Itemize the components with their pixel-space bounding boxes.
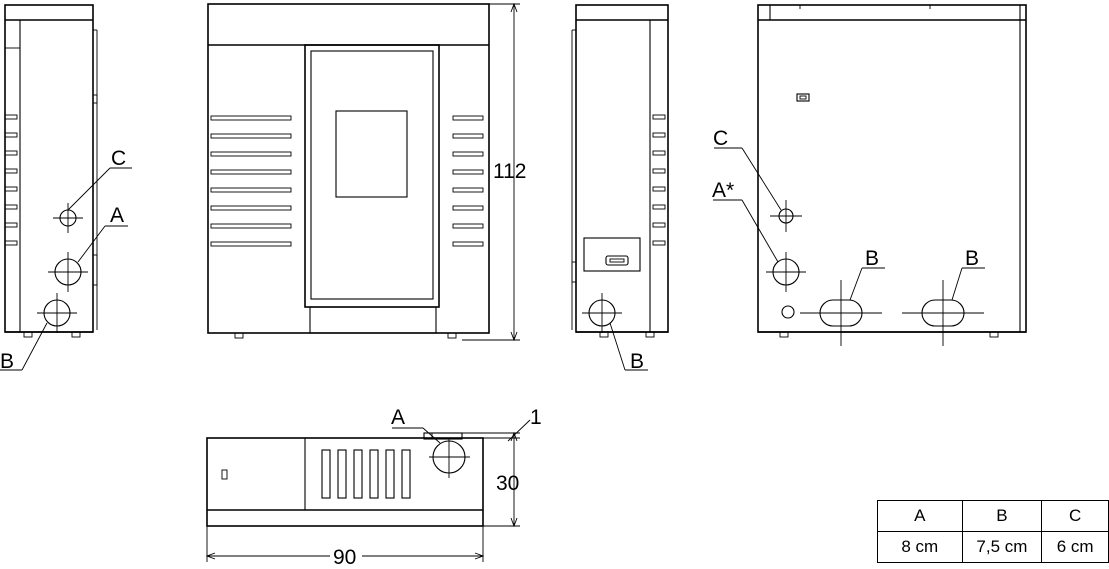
top-view-vents bbox=[321, 449, 411, 499]
right-side-vents bbox=[652, 114, 666, 246]
label-b-rear-1: B bbox=[865, 247, 879, 270]
right-side-view: B bbox=[571, 4, 669, 373]
left-side-view: C A B bbox=[0, 4, 132, 373]
table-header-a: A bbox=[877, 500, 963, 532]
top-view: A 1 30 90 bbox=[205, 406, 542, 569]
table-value-row: 8 cm 7,5 cm 6 cm bbox=[877, 531, 1109, 563]
port-b-rear-1 bbox=[800, 267, 885, 346]
dimension-depth: 30 bbox=[496, 472, 519, 495]
port-a-left bbox=[48, 225, 128, 292]
table-header-b: B bbox=[961, 500, 1043, 532]
label-a-top: A bbox=[391, 406, 405, 429]
table-header-c: C bbox=[1041, 500, 1109, 532]
port-a-rear bbox=[713, 199, 806, 292]
table-value-c: 6 cm bbox=[1041, 531, 1109, 563]
left-side-vents bbox=[4, 114, 18, 246]
height-dimension bbox=[462, 2, 520, 342]
port-c-left bbox=[53, 167, 132, 233]
front-left-vents bbox=[210, 115, 292, 247]
port-b-rear-2 bbox=[902, 267, 985, 346]
port-b-right-side bbox=[582, 293, 648, 371]
port-a-top bbox=[392, 427, 470, 478]
width-dimension bbox=[205, 526, 485, 562]
dimension-height: 112 bbox=[493, 160, 526, 183]
dimension-offset: 1 bbox=[530, 406, 542, 429]
label-b-right-side: B bbox=[630, 350, 644, 373]
label-a-left: A bbox=[110, 204, 124, 227]
connection-size-table: A B C 8 cm 7,5 cm 6 cm bbox=[877, 500, 1109, 563]
front-view: 112 bbox=[207, 2, 526, 342]
depth-dimension bbox=[483, 431, 520, 528]
label-b-left: B bbox=[0, 350, 14, 373]
table-header-row: A B C bbox=[877, 500, 1109, 532]
table-value-b: 7,5 cm bbox=[961, 531, 1043, 563]
table-value-a: 8 cm bbox=[877, 531, 963, 563]
label-a-star-rear: A* bbox=[712, 179, 734, 202]
port-c-rear bbox=[714, 147, 802, 232]
rear-view: C A* B B bbox=[712, 4, 1027, 346]
port-b-left bbox=[0, 293, 77, 371]
label-c-left: C bbox=[111, 147, 126, 170]
label-c-rear: C bbox=[713, 127, 728, 150]
dimension-width: 90 bbox=[333, 546, 356, 569]
label-b-rear-2: B bbox=[965, 247, 979, 270]
front-right-vents bbox=[452, 115, 484, 247]
